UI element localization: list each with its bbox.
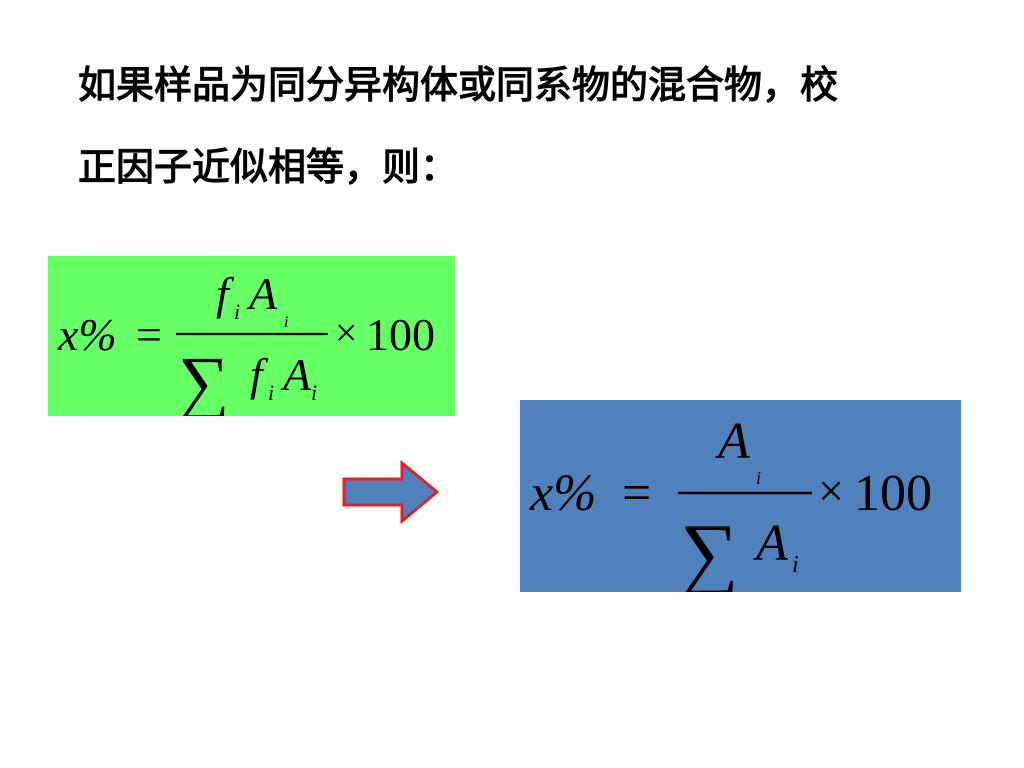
equals-sign: = bbox=[622, 465, 651, 522]
constant-100: 100 bbox=[366, 309, 435, 360]
arrow bbox=[341, 459, 441, 525]
formula-simplified: x% = A i ∑ A i × 100 bbox=[529, 413, 932, 592]
times-sign: × bbox=[335, 310, 358, 355]
numerator-f-sub: i bbox=[234, 299, 240, 324]
equals-sign: = bbox=[136, 309, 162, 360]
constant-100: 100 bbox=[854, 465, 932, 522]
denominator-f-sub: i bbox=[268, 380, 274, 405]
denominator-a: A bbox=[753, 515, 788, 572]
formula-box-weighted: x% = f i A i ∑ f i A i × 100 bbox=[48, 256, 455, 416]
text-line-1: 如果样品为同分异构体或同系物的混合物，校 bbox=[78, 63, 839, 107]
sum-symbol: ∑ bbox=[680, 507, 738, 592]
numerator-a-sub: i bbox=[756, 468, 761, 488]
numerator-a-sub: i bbox=[284, 314, 288, 331]
denominator-a-sub: i bbox=[311, 380, 317, 405]
times-sign: × bbox=[818, 465, 844, 516]
denominator-a-sub: i bbox=[792, 552, 799, 578]
lhs-percent: x% bbox=[57, 309, 117, 360]
numerator-a: A bbox=[715, 413, 750, 470]
formula-weighted: x% = f i A i ∑ f i A i × 100 bbox=[57, 268, 435, 416]
text-line-2: 正因子近似相等，则： bbox=[78, 145, 459, 189]
numerator-a: A bbox=[246, 268, 278, 319]
formula-box-simplified: x% = A i ∑ A i × 100 bbox=[520, 400, 961, 592]
slide-text: 如果样品为同分异构体或同系物的混合物，校 正因子近似相等，则： bbox=[78, 44, 1008, 208]
denominator-a: A bbox=[280, 349, 312, 400]
numerator-f: f bbox=[216, 268, 235, 319]
denominator-f: f bbox=[250, 349, 269, 400]
right-arrow-icon bbox=[342, 459, 440, 525]
sum-symbol: ∑ bbox=[178, 342, 229, 416]
lhs-percent: x% bbox=[529, 465, 596, 522]
